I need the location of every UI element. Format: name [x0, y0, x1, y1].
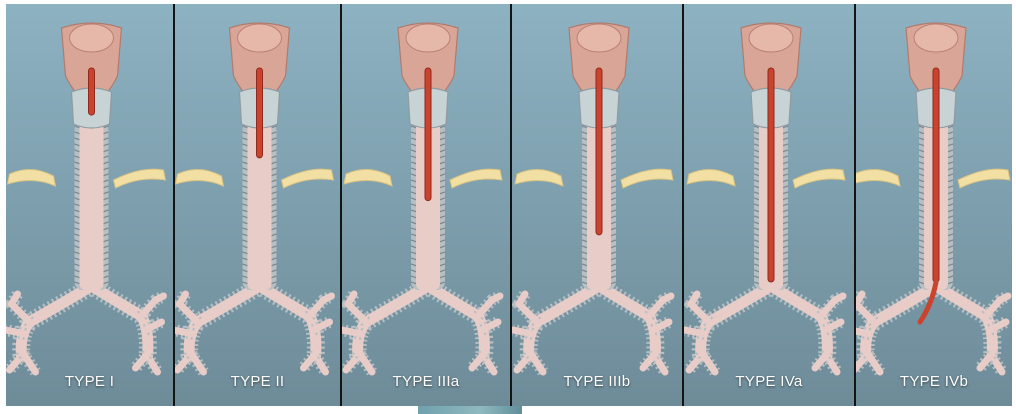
panel-type-2: TYPE II [173, 4, 340, 406]
cleft-defect [257, 68, 263, 158]
cleft-defect [933, 68, 939, 282]
epiglottis [70, 24, 114, 52]
panel-label-type-4a: TYPE IVa [684, 373, 854, 390]
panel-label-type-2: TYPE II [175, 373, 340, 390]
cleft-defect [425, 68, 431, 201]
airway-illustration-type-2 [175, 4, 340, 406]
airway-illustration-type-1 [6, 4, 173, 406]
cleft-defect [89, 68, 95, 115]
panel-type-4a: TYPE IVa [682, 4, 854, 406]
panel-type-1: TYPE I [6, 4, 173, 406]
panel-label-type-4b: TYPE IVb [856, 373, 1012, 390]
video-scrubber-fragment [418, 406, 522, 414]
airway-illustration-type-3a [342, 4, 510, 406]
epiglottis [406, 24, 450, 52]
airway-illustration-type-4a [684, 4, 854, 406]
epiglottis [577, 24, 621, 52]
epiglottis [914, 24, 958, 52]
cleft-defect [596, 68, 602, 235]
panel-label-type-3a: TYPE IIIa [342, 373, 510, 390]
cleft-defect [768, 68, 774, 282]
airway-illustration-type-4b [856, 4, 1012, 406]
panel-type-3a: TYPE IIIa [340, 4, 510, 406]
epiglottis [749, 24, 793, 52]
airway-illustration-type-3b [512, 4, 682, 406]
panel-type-4b: TYPE IVb [854, 4, 1012, 406]
panel-label-type-1: TYPE I [6, 373, 173, 390]
panel-type-3b: TYPE IIIb [510, 4, 682, 406]
panel-label-type-3b: TYPE IIIb [512, 373, 682, 390]
trachea [75, 122, 109, 290]
epiglottis [238, 24, 282, 52]
laryngeal-cleft-types-figure: TYPE I TYPE II TYPE IIIa TYPE IIIb TYPE … [6, 4, 1012, 406]
